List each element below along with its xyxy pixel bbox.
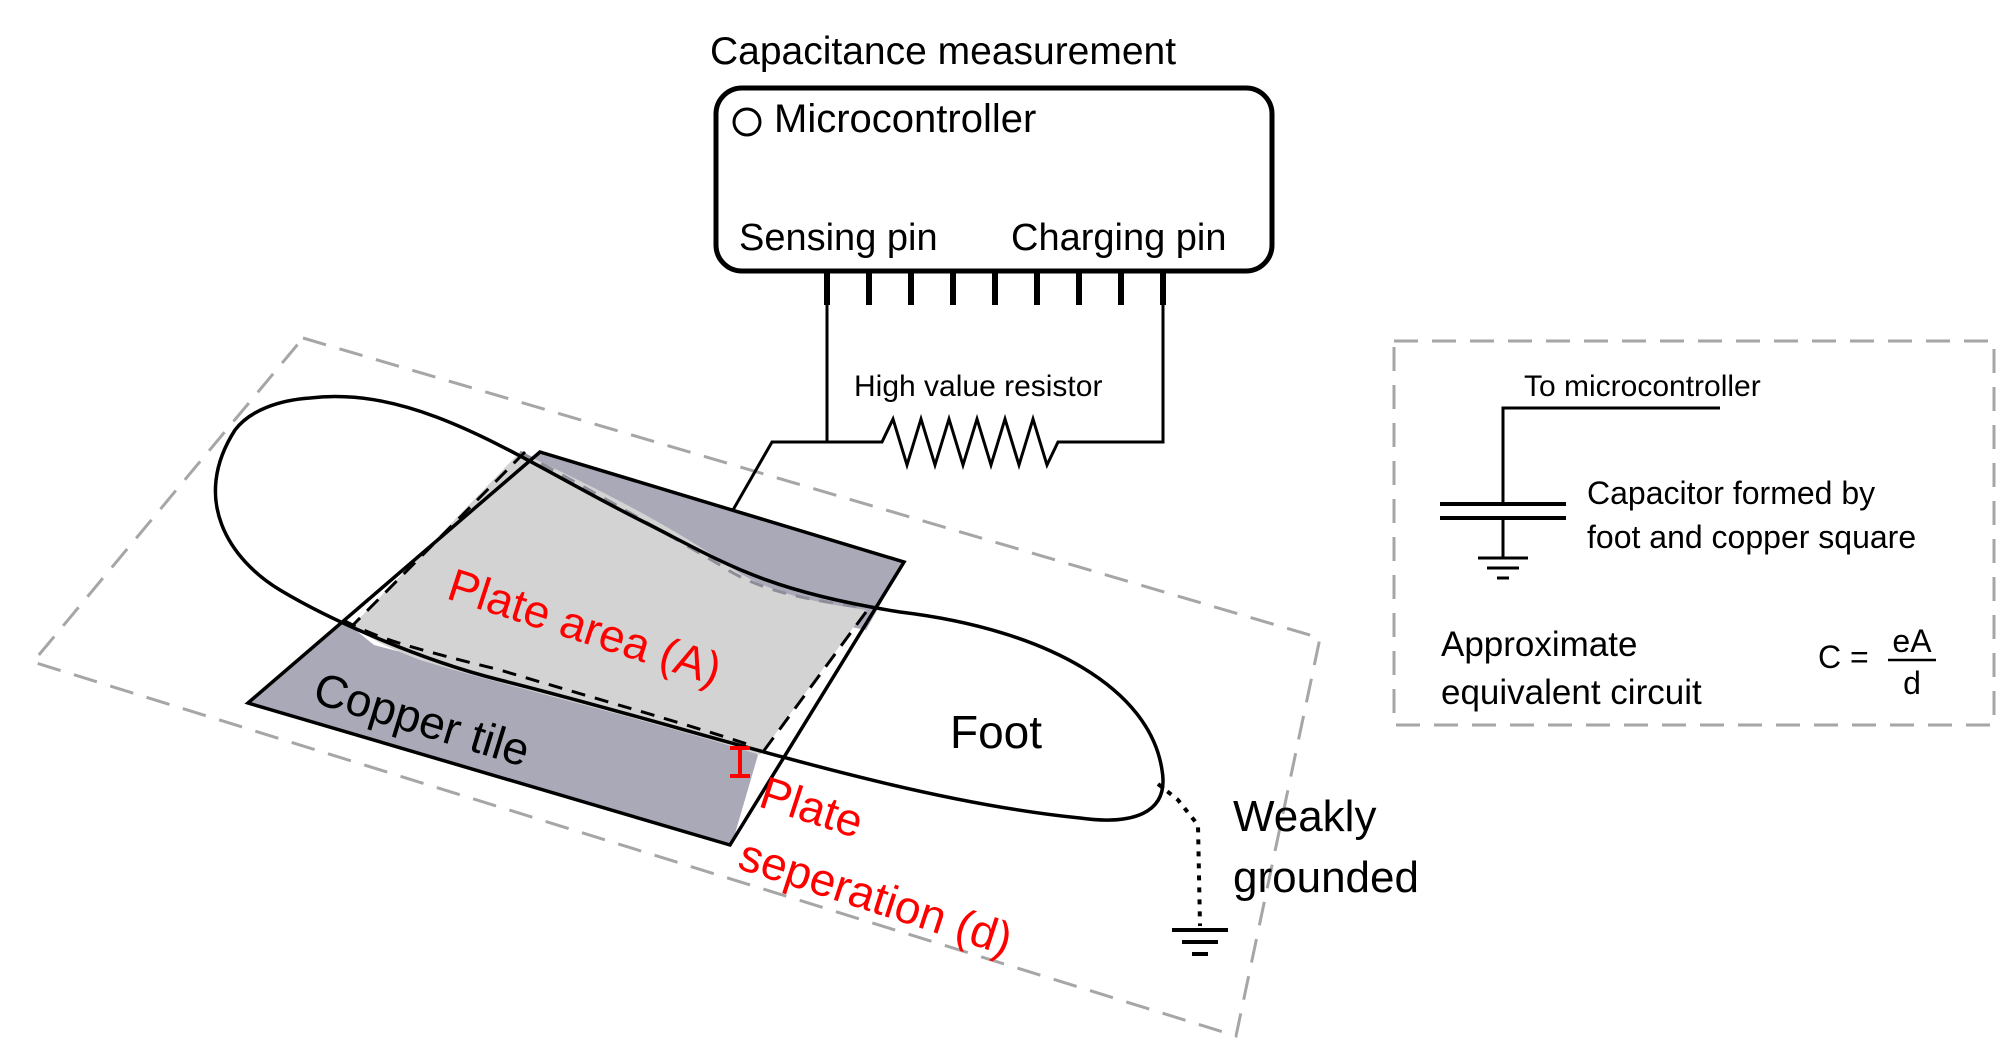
copper-tile-back bbox=[520, 452, 904, 630]
foot-label: Foot bbox=[950, 706, 1042, 758]
ground-plane-outline bbox=[30, 336, 1322, 1038]
chip-indicator-icon bbox=[732, 107, 762, 137]
plate-separation-label-2: seperation (d) bbox=[733, 828, 1019, 965]
charging-pin-label: Charging pin bbox=[1011, 217, 1226, 259]
foot-outline bbox=[213, 394, 1165, 822]
resistor-label: High value resistor bbox=[854, 370, 1102, 403]
capacitor-symbol-icon bbox=[1440, 502, 1566, 520]
microcontroller-label: Microcontroller bbox=[774, 97, 1036, 141]
capacitance-formula: C = eA d bbox=[1818, 623, 1936, 701]
plate-lower-dashed bbox=[342, 618, 751, 747]
equivalent-wire bbox=[1501, 406, 1720, 504]
capacitor-label-2: foot and copper square bbox=[1587, 519, 1916, 555]
sensing-wire bbox=[731, 305, 829, 511]
plate-left-dashed bbox=[351, 450, 527, 627]
plate-area-region bbox=[353, 452, 866, 755]
formula-denominator: d bbox=[1903, 665, 1921, 701]
formula-lhs: C = bbox=[1818, 639, 1869, 675]
equivalent-ground-icon bbox=[1478, 556, 1528, 580]
copper-tile-outline bbox=[244, 450, 907, 848]
to-microcontroller-label: To microcontroller bbox=[1524, 370, 1761, 403]
diagram-title: Capacitance measurement bbox=[710, 30, 1176, 73]
plate-separation-marker bbox=[730, 746, 750, 778]
resistor-symbol bbox=[827, 305, 1165, 471]
weak-ground-wire bbox=[1156, 782, 1202, 927]
approximate-label-2: equivalent circuit bbox=[1441, 673, 1702, 712]
plate-upper-dashed bbox=[519, 450, 867, 610]
approximate-label-1: Approximate bbox=[1441, 625, 1637, 664]
chip-pins bbox=[824, 271, 1166, 305]
formula-numerator: eA bbox=[1892, 623, 1932, 659]
sensing-pin-label: Sensing pin bbox=[739, 217, 938, 259]
plate-right-dashed bbox=[758, 611, 868, 757]
copper-tile-front bbox=[250, 620, 758, 844]
weakly-grounded-label-1: Weakly bbox=[1233, 792, 1376, 841]
capacitor-label-1: Capacitor formed by bbox=[1587, 475, 1875, 511]
ground-symbol-icon bbox=[1172, 928, 1228, 956]
weakly-grounded-label-2: grounded bbox=[1233, 853, 1419, 902]
